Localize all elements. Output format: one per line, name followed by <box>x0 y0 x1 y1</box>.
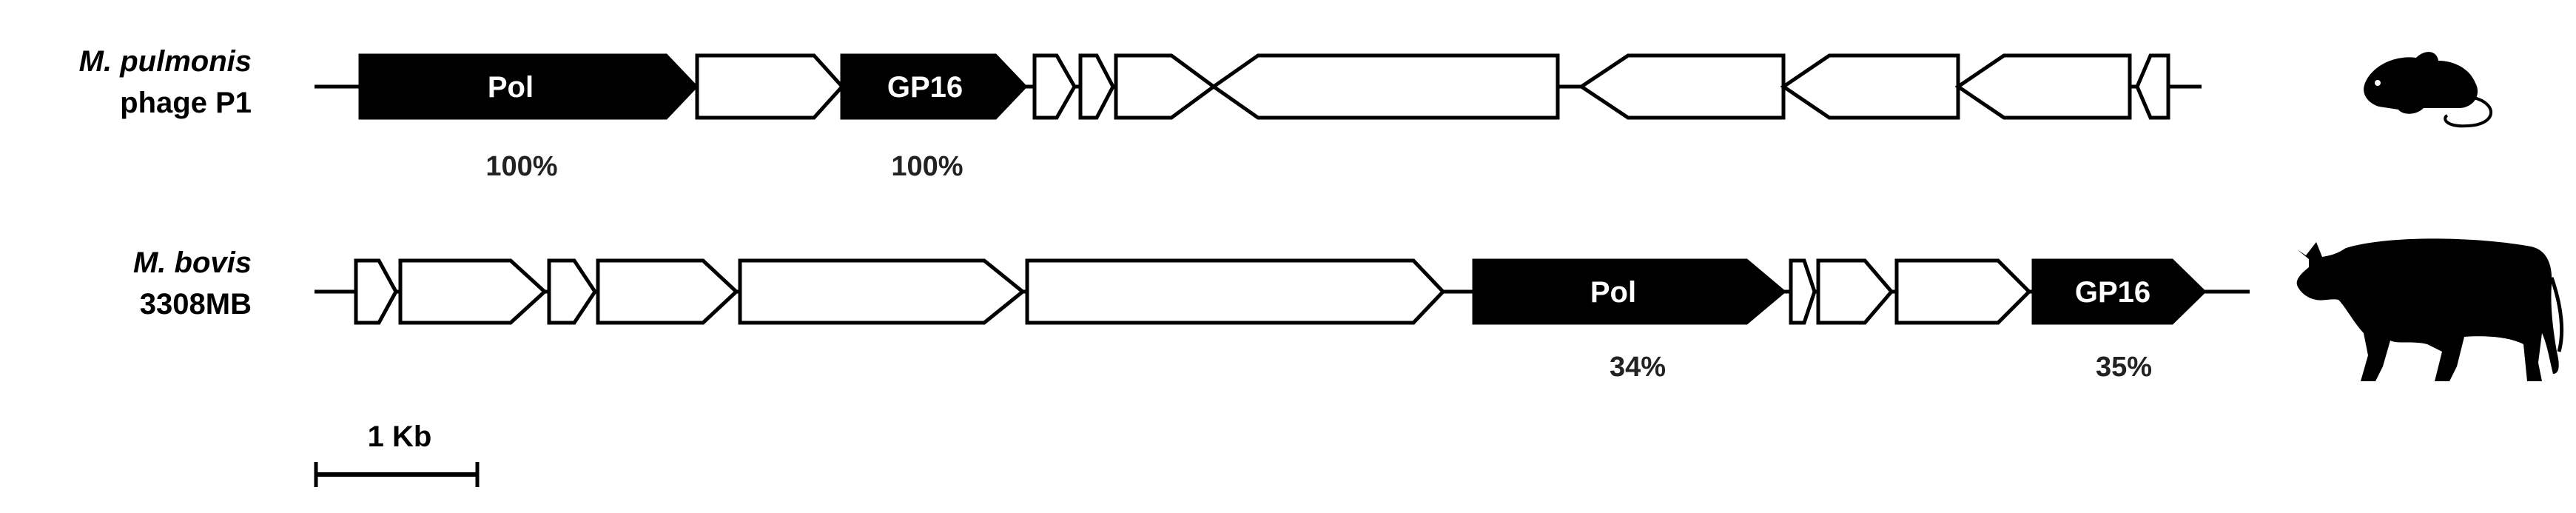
gene-gp16-1-identity: 100% <box>891 151 963 182</box>
gene-pol-1-identity: 100% <box>485 151 557 182</box>
gene-gp16-2-label: GP16 <box>2075 276 2150 309</box>
gene-pol-2-identity: 34% <box>1610 352 1666 383</box>
gene-orf-2-4 <box>596 258 739 325</box>
gene-orf-2-2 <box>398 258 548 325</box>
genome-2-subname: 3308MB <box>140 288 252 321</box>
gene-orf-2-8 <box>1789 258 1817 325</box>
gene-orf-1-5 <box>1078 53 1115 120</box>
genome-2-name: M. bovis <box>133 247 252 279</box>
genome-2-map: Pol GP16 34% 35% <box>315 258 2250 383</box>
gene-orf-2-1 <box>354 258 398 325</box>
genome-1-map: Pol GP16 100% 100% <box>315 53 2202 182</box>
gene-orf-1-11 <box>2135 53 2170 120</box>
gene-orf-1-9 <box>1780 53 1960 120</box>
genome-1-name: M. pulmonis <box>79 45 252 78</box>
gene-gp16-1-label: GP16 <box>887 71 963 104</box>
gene-orf-1-4 <box>1032 53 1077 120</box>
gene-gp16-2-identity: 35% <box>2096 352 2152 383</box>
gene-gp16-2 <box>2031 258 2207 325</box>
gene-orf-2-5 <box>738 258 1026 325</box>
gene-orf-2-10 <box>1894 258 2032 325</box>
gene-orf-2-9 <box>1816 258 1894 325</box>
gene-pol-2-label: Pol <box>1590 276 1636 309</box>
gene-orf-1-10 <box>1954 53 2132 120</box>
mouse-icon <box>2364 52 2493 128</box>
gene-orf-2-3 <box>547 258 598 325</box>
gene-gp16-1 <box>840 53 1028 120</box>
gene-orf-1-7 <box>1210 53 1560 120</box>
gene-pol-1 <box>358 53 699 120</box>
cow-icon <box>2296 238 2564 381</box>
gene-orf-1-6 <box>1114 53 1217 120</box>
gene-pol-2 <box>1472 258 1786 325</box>
gene-orf-1-8 <box>1578 53 1786 120</box>
gene-orf-2-6 <box>1025 258 1446 325</box>
scale-bar: 1 Kb <box>314 420 480 487</box>
gene-pol-1-label: Pol <box>488 71 534 104</box>
gene-orf-1-2 <box>695 53 845 120</box>
scale-bar-label: 1 Kb <box>368 420 432 453</box>
genome-1-subname: phage P1 <box>120 87 252 119</box>
